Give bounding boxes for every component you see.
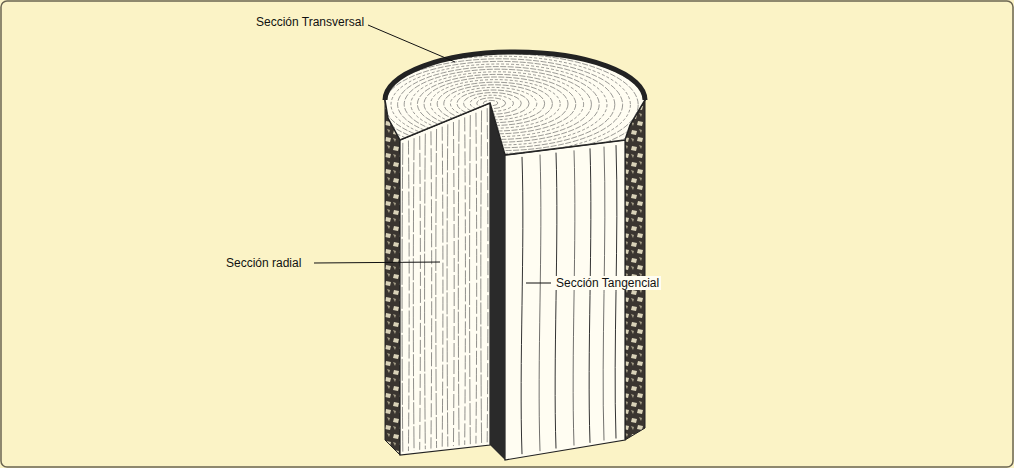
grain-line bbox=[430, 131, 432, 448]
growth-ring bbox=[411, 72, 584, 137]
growth-ring bbox=[437, 82, 552, 125]
radial-grain bbox=[402, 108, 488, 452]
grain-line bbox=[589, 148, 591, 442]
section-label: Sección Tangencial bbox=[554, 276, 661, 290]
tangential-face bbox=[505, 140, 625, 460]
grain-line bbox=[464, 117, 466, 444]
growth-rings bbox=[345, 46, 662, 165]
growth-ring bbox=[477, 98, 506, 109]
growth-ring bbox=[345, 46, 662, 165]
growth-ring bbox=[444, 85, 545, 123]
grain-line bbox=[442, 127, 444, 448]
grain-line bbox=[480, 110, 482, 442]
section-label: Sección radial bbox=[224, 256, 303, 270]
grain-line bbox=[424, 134, 426, 450]
growth-ring bbox=[404, 69, 591, 139]
growth-ring bbox=[464, 93, 522, 115]
growth-ring bbox=[417, 74, 575, 133]
grain-line bbox=[539, 155, 541, 452]
growth-ring bbox=[384, 61, 614, 147]
bark-left bbox=[385, 100, 400, 455]
growth-ring bbox=[378, 59, 623, 151]
grain-line bbox=[408, 141, 410, 452]
grain-line bbox=[487, 108, 489, 442]
leader-line bbox=[314, 262, 440, 263]
grain-line bbox=[475, 113, 477, 444]
grain-line bbox=[447, 124, 449, 446]
growth-ring bbox=[351, 48, 653, 161]
grain-line bbox=[453, 122, 455, 446]
grain-line bbox=[413, 138, 415, 450]
grain-line bbox=[615, 145, 617, 438]
growth-ring bbox=[483, 100, 497, 105]
growth-ring bbox=[470, 95, 513, 111]
bark-right bbox=[625, 100, 645, 440]
grain-line bbox=[435, 129, 437, 448]
grain-line bbox=[419, 136, 421, 450]
grain-line bbox=[458, 120, 460, 446]
grain-line bbox=[555, 153, 557, 449]
grain-line bbox=[573, 150, 575, 445]
grain-line bbox=[469, 115, 471, 444]
cut-corner bbox=[490, 103, 505, 460]
bark-top bbox=[385, 52, 645, 100]
transverse-face bbox=[385, 52, 645, 155]
growth-ring bbox=[431, 80, 561, 129]
grain-line bbox=[521, 157, 523, 454]
grain-line bbox=[402, 143, 404, 452]
growth-ring bbox=[398, 67, 600, 143]
grain-line bbox=[603, 147, 605, 441]
leader-line bbox=[526, 283, 551, 284]
growth-ring bbox=[424, 77, 568, 131]
growth-ring bbox=[450, 87, 536, 119]
section-label: Sección Transversal bbox=[254, 15, 366, 29]
tangential-grain bbox=[521, 145, 617, 454]
leader-line bbox=[368, 25, 455, 62]
growth-ring bbox=[391, 64, 607, 145]
growth-ring bbox=[457, 90, 529, 117]
growth-ring bbox=[358, 51, 646, 159]
growth-ring bbox=[365, 54, 639, 157]
radial-face bbox=[400, 103, 490, 455]
